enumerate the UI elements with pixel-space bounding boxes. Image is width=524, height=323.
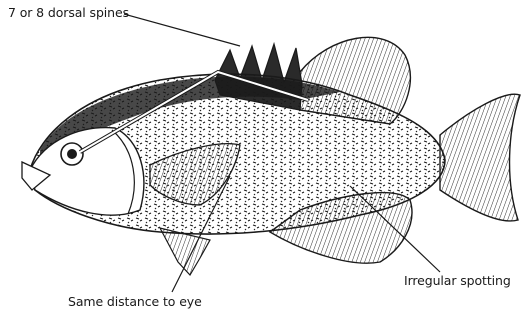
tail-fin — [440, 94, 520, 221]
distance-to-eye-label: Same distance to eye — [68, 294, 202, 309]
leader-spines — [124, 14, 240, 46]
irregular-spotting-label: Irregular spotting — [404, 273, 511, 288]
dorsal-spines-label: 7 or 8 dorsal spines — [8, 5, 129, 20]
pelvic-fin — [160, 228, 210, 275]
